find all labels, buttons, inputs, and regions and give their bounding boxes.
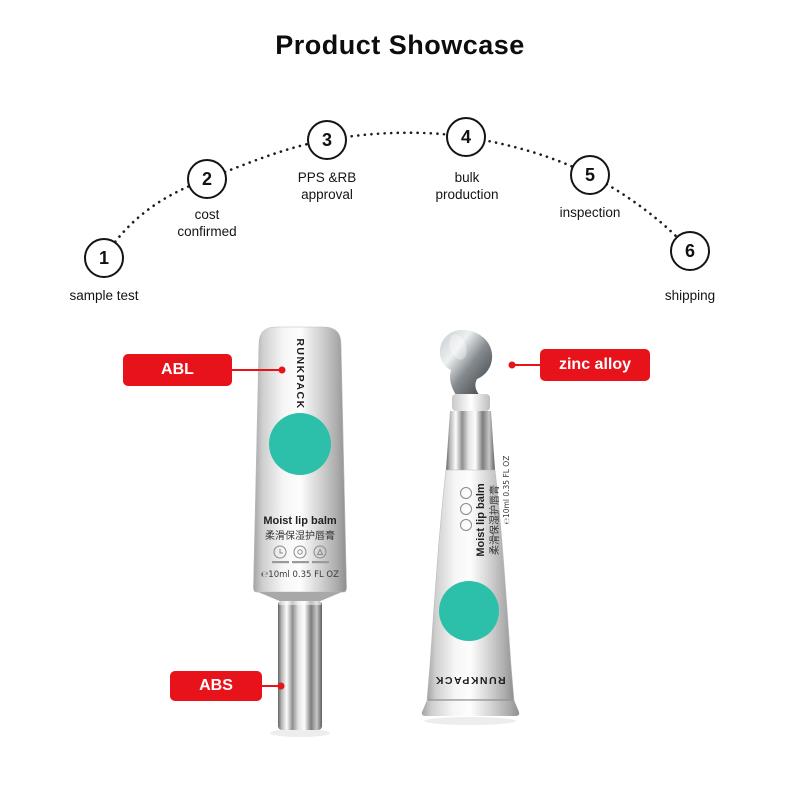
left-tube-brand-text: RUNKPACK: [294, 338, 306, 409]
teal-dot-right: [439, 581, 499, 641]
left-tube-name-cn: 柔滑保湿护唇膏: [265, 529, 335, 542]
callout-dot-abl: [278, 366, 286, 374]
right-tube-neck: [446, 411, 495, 470]
step-number: 6: [684, 240, 695, 261]
right-tube-rotated-label: Moist lip balm 柔滑保湿护唇膏 ℮10ml 0.35 FL OZ: [475, 456, 511, 557]
right-tube-crimp-end: [421, 700, 520, 716]
process-step-circle-5: 5: [570, 155, 610, 195]
left-tube-volume-text: ℮10ml 0.35 FL OZ: [261, 570, 339, 580]
left-tube-cap-ring: [279, 601, 321, 605]
right-tube-cert-icons: [460, 487, 472, 531]
left-tube-cap: [278, 601, 322, 730]
left-tube-shadow: [270, 729, 330, 737]
process-step-label-4: bulk production: [435, 170, 499, 202]
right-tube-crimp-seam: [428, 699, 513, 701]
right-tube-name-en: Moist lip balm: [475, 483, 487, 557]
right-tube-volume-text: ℮10ml 0.35 FL OZ: [502, 456, 511, 525]
process-step-circle-6: 6: [670, 231, 710, 271]
step-number: 3: [321, 129, 332, 150]
right-tube-brand-text: RUNKPACK: [434, 674, 505, 686]
callout-abs-label: ABS: [170, 671, 262, 701]
process-step-circle-4: 4: [446, 117, 486, 157]
callout-dot-zinc: [508, 361, 516, 369]
step-number: 5: [584, 164, 595, 185]
left-tube-cert-icons: [273, 545, 327, 559]
step-number: 2: [201, 168, 212, 189]
right-tube-shadow: [424, 717, 516, 725]
callout-dot-abs: [277, 682, 285, 690]
process-step-label-3: PPS &RB approval: [297, 170, 357, 202]
right-tube-name-cn: 柔滑保湿护唇膏: [488, 485, 501, 555]
process-step-circle-2: 2: [187, 159, 227, 199]
left-tube-microtext: [272, 561, 329, 564]
left-tube-shoulder: [258, 592, 342, 602]
right-tube-collar: [452, 394, 490, 411]
step-number: 1: [98, 247, 109, 268]
callout-abl-label: ABL: [123, 354, 232, 386]
process-step-label-5: inspection: [559, 205, 621, 220]
right-tube: Moist lip balm 柔滑保湿护唇膏 ℮10ml 0.35 FL OZ …: [421, 329, 520, 725]
step-number: 4: [460, 126, 471, 147]
page-title: Product Showcase: [275, 30, 525, 60]
left-tube-name-en: Moist lip balm: [263, 515, 337, 527]
process-step-circle-3: 3: [307, 120, 347, 160]
process-step-circle-1: 1: [84, 238, 124, 278]
process-step-label-1: sample test: [69, 288, 139, 303]
teal-dot-left: [269, 413, 331, 475]
callout-connectors: [232, 361, 541, 690]
zinc-applicator-head: [439, 329, 493, 399]
callout-zinc-alloy-label: zinc alloy: [540, 349, 650, 381]
zinc-head-highlight: [449, 334, 467, 360]
process-step-label-2: cost confirmed: [177, 207, 237, 239]
left-tube: RUNKPACK Moist lip balm 柔滑保湿护唇膏 ℮10ml 0.…: [253, 326, 347, 737]
process-step-label-6: shipping: [664, 288, 716, 303]
